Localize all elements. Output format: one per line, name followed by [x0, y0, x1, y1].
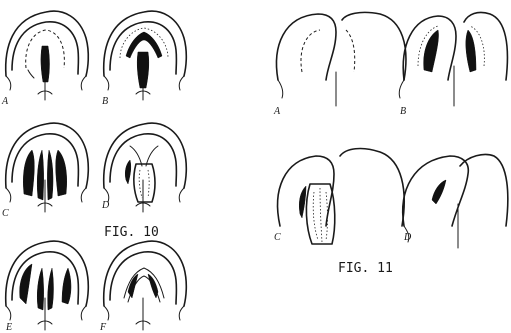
fig10-panel-f: F — [99, 241, 186, 333]
fig10-panel-c: C — [2, 123, 88, 219]
fig11-label-b: B — [400, 106, 406, 117]
fig10-label-a: A — [1, 96, 9, 107]
fig11-label-d: D — [403, 232, 412, 243]
fig10-label-c: C — [2, 208, 9, 219]
fig10-label-e: E — [5, 322, 12, 333]
fig10-label-d: D — [101, 200, 110, 211]
fig10-label-f: F — [99, 322, 107, 333]
fig10-label-b: B — [102, 96, 108, 107]
fig11-panel-c: C — [274, 149, 404, 244]
fig11-caption: FIG. 11 — [338, 261, 393, 276]
fig10-panel-b: B — [102, 11, 186, 107]
fig11-label-a: A — [273, 106, 281, 117]
fig11-label-c: C — [274, 232, 281, 243]
fig10-panel-a: A — [1, 11, 88, 107]
fig11-panel-a: A — [273, 12, 406, 117]
fig11-panel-b: B — [400, 12, 507, 117]
fig11-panel-d: D — [403, 154, 508, 248]
fig10-panel-e: E — [5, 241, 88, 333]
fig10-panel-d: D — [101, 123, 186, 212]
fig10-caption: FIG. 10 — [104, 225, 159, 240]
